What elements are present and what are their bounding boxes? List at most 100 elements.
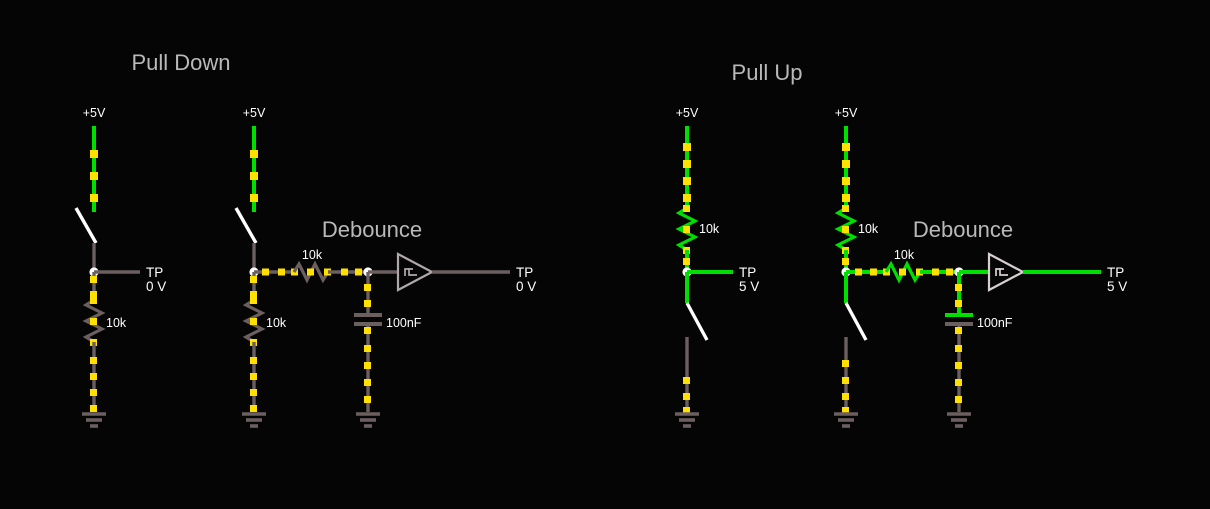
switch-blade[interactable] bbox=[844, 302, 868, 341]
current-dot bbox=[250, 389, 257, 396]
test-point-label: TP bbox=[516, 265, 533, 280]
resistor-label: 10k bbox=[266, 316, 287, 330]
current-dot bbox=[842, 160, 850, 168]
ground-symbol[interactable] bbox=[675, 412, 699, 428]
current-dot bbox=[250, 405, 257, 412]
circuit-pull-up-simple[interactable]: 10k TP 5 V +5V bbox=[675, 106, 759, 428]
current-dot bbox=[842, 258, 849, 265]
current-dot bbox=[683, 393, 690, 400]
supply-label: +5V bbox=[83, 106, 106, 120]
test-point-value: 0 V bbox=[516, 279, 536, 294]
debounce-title-left: Debounce bbox=[322, 217, 422, 242]
supply-label: +5V bbox=[243, 106, 266, 120]
current-dot bbox=[842, 177, 850, 185]
current-dot bbox=[683, 177, 691, 185]
current-dot bbox=[683, 143, 691, 151]
current-dot bbox=[90, 373, 97, 380]
current-dot bbox=[90, 357, 97, 364]
section-title-pull-down: Pull Down bbox=[131, 50, 230, 75]
capacitor-label: 100nF bbox=[386, 316, 422, 330]
current-dot bbox=[683, 377, 690, 384]
current-dot bbox=[90, 172, 98, 180]
current-dot bbox=[842, 407, 849, 414]
current-dot bbox=[364, 345, 371, 352]
current-dot bbox=[250, 276, 257, 283]
current-dot bbox=[341, 268, 348, 276]
current-dot bbox=[842, 360, 849, 367]
current-dot bbox=[955, 345, 962, 352]
switch-blade[interactable] bbox=[685, 302, 709, 341]
circuit-pull-down-simple[interactable]: TP 0 V 10k +5V bbox=[74, 106, 166, 428]
circuit-pull-up-debounce[interactable]: 10k 10k TP 5 V bbox=[834, 106, 1127, 428]
current-dot bbox=[899, 268, 906, 276]
current-dot bbox=[955, 300, 962, 307]
circuit-pull-down-debounce[interactable]: 10k TP 0 V 10k bbox=[234, 106, 536, 428]
current-dot bbox=[250, 357, 257, 364]
schmitt-trigger-buffer[interactable] bbox=[396, 252, 435, 292]
current-dot bbox=[955, 362, 962, 369]
current-dot bbox=[916, 268, 923, 276]
current-dot bbox=[364, 300, 371, 307]
ground-symbol[interactable] bbox=[947, 412, 971, 428]
current-dot bbox=[842, 226, 849, 233]
current-dot bbox=[842, 205, 849, 212]
current-dot bbox=[250, 291, 257, 298]
test-point-label: TP bbox=[146, 265, 163, 280]
pullup-resistor[interactable] bbox=[675, 206, 699, 252]
current-dot bbox=[90, 405, 97, 412]
current-dot bbox=[855, 268, 862, 276]
test-point-label: TP bbox=[1107, 265, 1124, 280]
current-dot bbox=[946, 268, 953, 276]
current-dot bbox=[870, 268, 877, 276]
current-dot bbox=[955, 379, 962, 386]
capacitor-label: 100nF bbox=[977, 316, 1013, 330]
current-dot bbox=[955, 396, 962, 403]
current-dot bbox=[278, 268, 285, 276]
supply-label: +5V bbox=[676, 106, 699, 120]
ground-symbol[interactable] bbox=[82, 412, 106, 428]
section-title-pull-up: Pull Up bbox=[732, 60, 803, 85]
pulldown-resistor[interactable] bbox=[242, 298, 266, 344]
current-dot bbox=[250, 194, 258, 202]
switch-blade[interactable] bbox=[234, 207, 258, 244]
current-dot bbox=[364, 379, 371, 386]
schmitt-trigger-buffer[interactable] bbox=[987, 252, 1026, 292]
supply-label: +5V bbox=[835, 106, 858, 120]
current-dot bbox=[364, 396, 371, 403]
resistor-label: 10k bbox=[106, 316, 127, 330]
switch-blade[interactable] bbox=[74, 207, 98, 244]
current-dot bbox=[842, 393, 849, 400]
pulldown-resistor[interactable] bbox=[82, 298, 106, 344]
current-dot bbox=[683, 160, 691, 168]
resistor-label: 10k bbox=[699, 222, 720, 236]
series-resistor-label: 10k bbox=[894, 248, 915, 262]
series-resistor-label: 10k bbox=[302, 248, 323, 262]
current-dot bbox=[90, 150, 98, 158]
pullup-resistor[interactable] bbox=[834, 206, 858, 252]
current-dot bbox=[355, 268, 362, 276]
current-dot bbox=[90, 276, 97, 283]
current-dot bbox=[324, 268, 331, 276]
current-dot bbox=[90, 194, 98, 202]
current-dot bbox=[90, 389, 97, 396]
current-dot bbox=[250, 150, 258, 158]
current-dot bbox=[955, 284, 962, 291]
ground-symbol[interactable] bbox=[834, 412, 858, 428]
current-dot bbox=[683, 258, 690, 265]
test-point-value: 5 V bbox=[1107, 279, 1127, 294]
current-dot bbox=[90, 297, 97, 304]
ground-symbol[interactable] bbox=[356, 412, 380, 428]
current-dot bbox=[364, 284, 371, 291]
current-dot bbox=[842, 194, 850, 202]
current-dot bbox=[683, 226, 690, 233]
ground-symbol[interactable] bbox=[242, 412, 266, 428]
current-dot bbox=[250, 297, 257, 304]
current-dot bbox=[262, 268, 269, 276]
current-dot bbox=[683, 407, 690, 414]
current-dot bbox=[932, 268, 939, 276]
debounce-title-right: Debounce bbox=[913, 217, 1013, 242]
test-point-value: 5 V bbox=[739, 279, 759, 294]
